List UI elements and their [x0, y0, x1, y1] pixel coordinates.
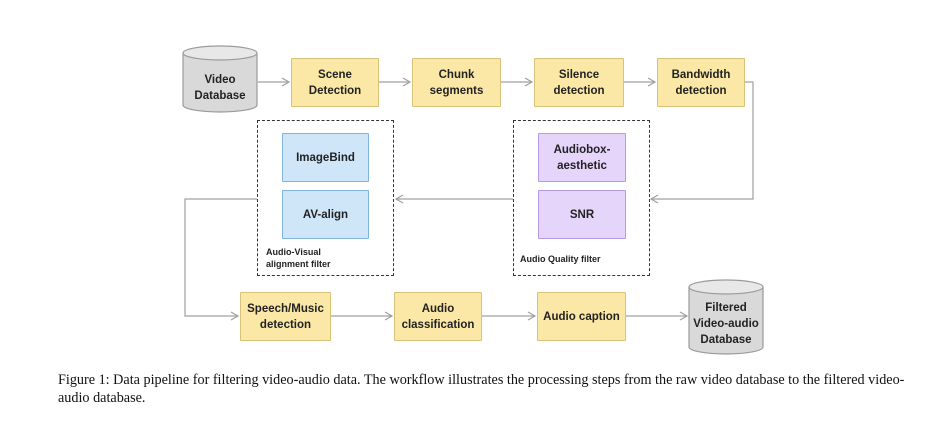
av-alignment-filter-group — [257, 120, 394, 276]
bandwidth-detection-node: Bandwidth detection — [657, 58, 745, 107]
audio-classification-node: Audio classification — [394, 292, 482, 341]
speech-music-detection-node: Speech/Music detection — [240, 292, 331, 341]
chunk-segments-node: Chunk segments — [412, 58, 501, 107]
arrow-av-to-speech — [184, 198, 257, 321]
silence-detection-node: Silence detection — [534, 58, 624, 107]
figure-caption: Figure 1: Data pipeline for filtering vi… — [58, 372, 905, 406]
audio-quality-filter-label: Audio Quality filter — [520, 254, 601, 264]
imagebind-node: ImageBind — [282, 133, 369, 182]
arrow-bandwidth-to-quality — [649, 81, 754, 204]
video-database-label: Video Database — [194, 74, 246, 102]
snr-node: SNR — [538, 190, 626, 239]
scene-detection-node: Scene Detection — [291, 58, 379, 107]
filtered-database-label: Filtered Video-audio Database — [693, 302, 759, 346]
av-alignment-filter-label: Audio-Visual alignment filter — [266, 247, 331, 269]
audio-caption-node: Audio caption — [537, 292, 626, 341]
av-align-node: AV-align — [282, 190, 369, 239]
video-database-cylinder — [182, 45, 258, 113]
audio-quality-filter-group — [513, 120, 650, 276]
filtered-database-cylinder — [688, 279, 764, 355]
audiobox-aesthetic-node: Audiobox- aesthetic — [538, 133, 626, 182]
